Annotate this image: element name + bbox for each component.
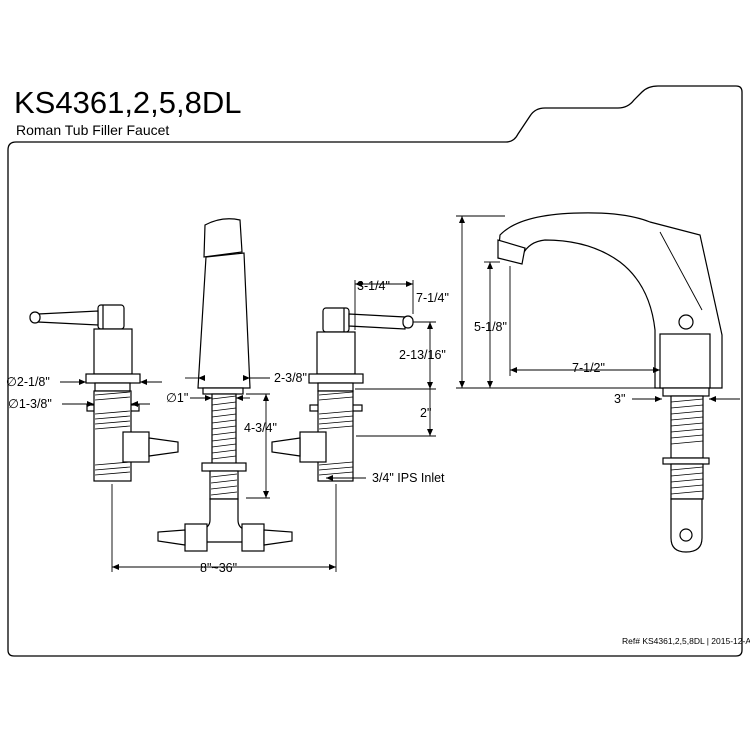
dim-spout-shank-length: 4-3/4" xyxy=(244,421,277,435)
dim-spread: 8"~36" xyxy=(200,561,237,575)
dim-spout-reach: 7-1/2" xyxy=(572,361,605,375)
dim-spout-shank-dia: ∅1" xyxy=(166,391,188,405)
left-handle-valve xyxy=(29,304,179,482)
side-view-spout xyxy=(497,212,723,553)
dim-handle-outer-dia: ∅2-1/8" xyxy=(6,375,50,389)
dim-handle-width: 3-1/4" xyxy=(357,279,390,293)
side-threads xyxy=(670,398,704,495)
dimension-arrows xyxy=(79,216,716,570)
dim-spout-height: 5-1/8" xyxy=(474,320,507,334)
product-subtitle: Roman Tub Filler Faucet xyxy=(16,122,170,138)
dim-base-width: 3" xyxy=(614,392,625,406)
right-threads xyxy=(318,391,354,476)
sheet-border xyxy=(7,85,743,657)
dim-handle-height: 2-13/16" xyxy=(399,348,446,362)
dim-handle-inner-dia: ∅1-3/8" xyxy=(8,397,52,411)
left-threads xyxy=(94,391,131,476)
dim-overall-height: 7-1/4" xyxy=(416,291,449,305)
model-number-title: KS4361,2,5,8DL xyxy=(14,85,242,120)
dim-body-width: 2-3/8" xyxy=(274,371,307,385)
center-spout xyxy=(157,218,293,552)
dim-inlet: 3/4" IPS Inlet xyxy=(372,471,445,485)
reference-code: Ref# KS4361,2,5,8DL | 2015-12-A xyxy=(622,636,750,646)
dim-shank-length: 2" xyxy=(420,406,431,420)
dimension-lines xyxy=(60,215,740,572)
center-threads xyxy=(210,395,238,496)
right-handle-valve xyxy=(271,307,414,482)
